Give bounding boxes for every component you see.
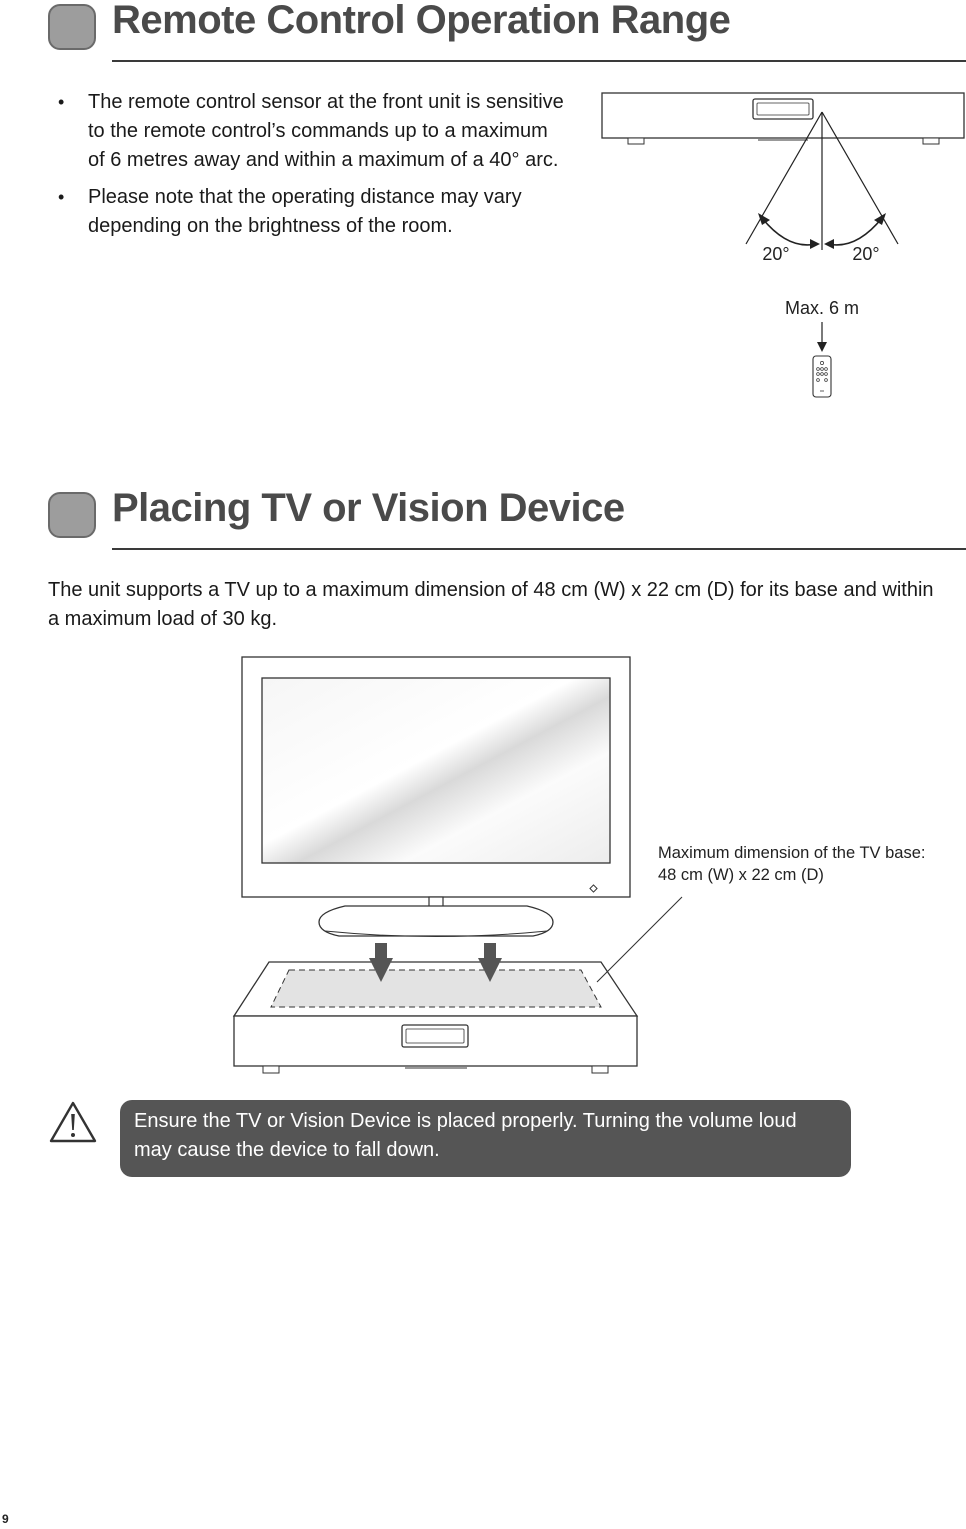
angle-arc bbox=[758, 213, 886, 249]
callout-text-line2: 48 cm (W) x 22 cm (D) bbox=[658, 866, 824, 884]
down-arrow-icon bbox=[369, 943, 502, 982]
section-heading-remote-range: Remote Control Operation Range bbox=[48, 0, 966, 64]
tv-placement-diagram: Maximum dimension of the TV base: 48 cm … bbox=[232, 656, 925, 1074]
intro-paragraph: The unit supports a TV up to a maximum d… bbox=[48, 579, 934, 630]
soundbar-unit-icon bbox=[601, 92, 965, 145]
page-number: 9 bbox=[2, 1512, 9, 1526]
section-heading-placing-tv: Placing TV or Vision Device bbox=[48, 486, 966, 552]
distance-label: Max. 6 m bbox=[785, 298, 859, 318]
soundbar-unit-icon bbox=[232, 961, 639, 1074]
heading-chip bbox=[48, 492, 96, 538]
bullet-list: The remote control sensor at the front u… bbox=[48, 88, 568, 249]
angle-left-label: 20° bbox=[762, 244, 789, 264]
tv-icon bbox=[241, 656, 631, 937]
heading-chip bbox=[48, 4, 96, 50]
remote-range-diagram: 20° 20° Max. 6 m bbox=[601, 92, 965, 398]
list-item: The remote control sensor at the front u… bbox=[48, 88, 568, 175]
callout-line bbox=[596, 896, 683, 983]
remote-control-icon bbox=[812, 355, 832, 398]
callout-text-line1: Maximum dimension of the TV base: bbox=[658, 844, 925, 862]
distance-arrowhead bbox=[817, 342, 827, 352]
angle-right-label: 20° bbox=[852, 244, 879, 264]
caution-box: Ensure the TV or Vision Device is placed… bbox=[120, 1100, 851, 1177]
heading-rule bbox=[112, 548, 966, 550]
section-title: Remote Control Operation Range bbox=[112, 0, 731, 42]
warning-triangle-icon bbox=[49, 1101, 97, 1143]
section-title: Placing TV or Vision Device bbox=[112, 486, 625, 530]
ir-range-lines bbox=[745, 111, 899, 250]
heading-rule bbox=[112, 60, 966, 62]
list-item: Please note that the operating distance … bbox=[48, 183, 568, 241]
